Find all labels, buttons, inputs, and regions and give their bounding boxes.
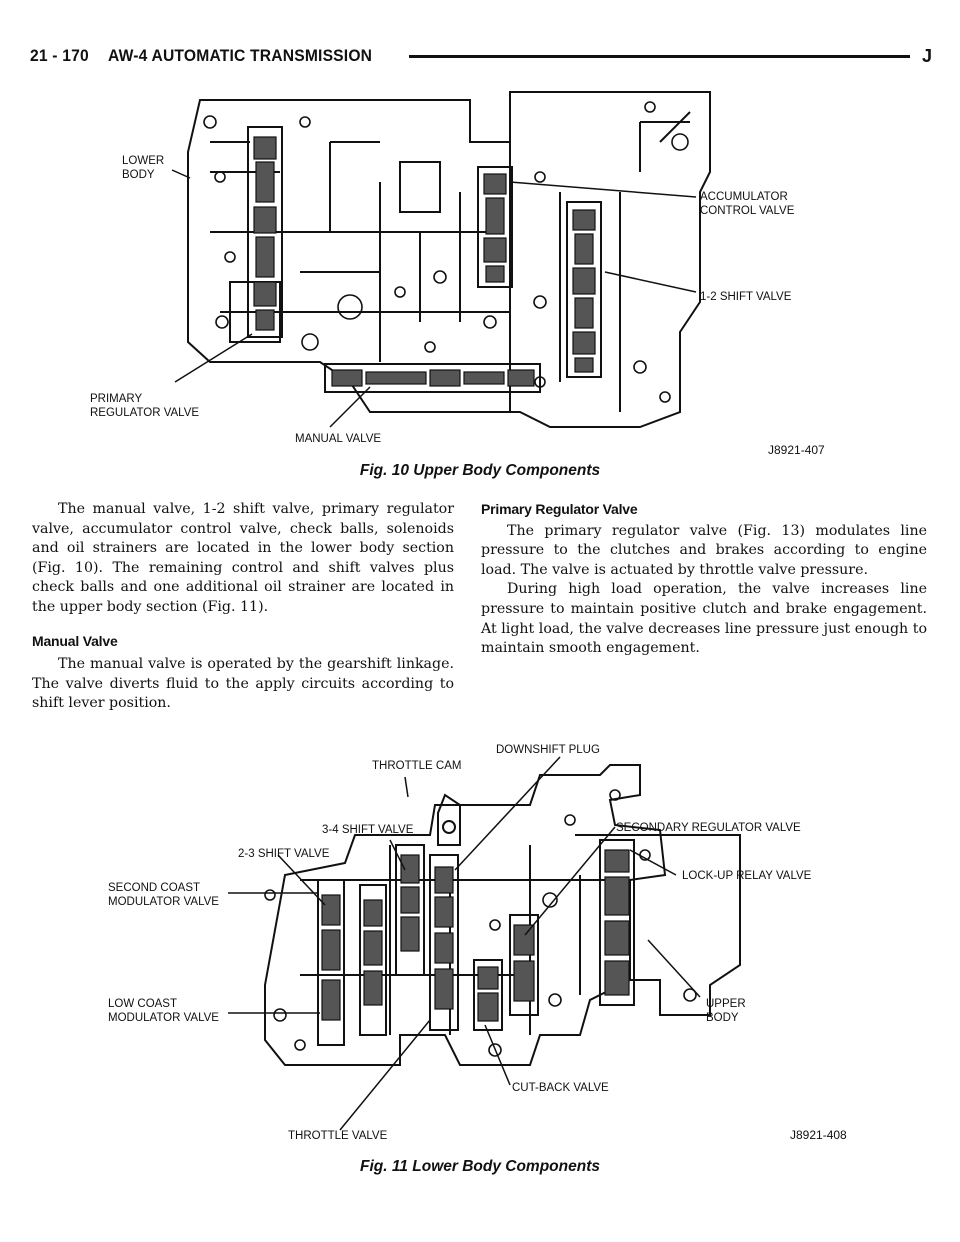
- label-low-coast-1: LOW COAST: [108, 998, 177, 1010]
- label-throttle-cam: THROTTLE CAM: [372, 760, 461, 772]
- label-lower-body-2: BODY: [122, 169, 155, 181]
- label-second-coast-2: MODULATOR VALVE: [108, 896, 219, 908]
- page-title: AW-4 AUTOMATIC TRANSMISSION: [107, 46, 373, 65]
- intro-paragraph: The manual valve, 1-2 shift valve, prima…: [32, 501, 454, 615]
- figure-10-code: J8921-407: [768, 443, 825, 457]
- label-lower-body-1: LOWER: [122, 155, 164, 167]
- label-primary-2: REGULATOR VALVE: [90, 407, 199, 419]
- label-3-4-shift: 3-4 SHIFT VALVE: [322, 824, 414, 836]
- label-secondary-regulator: SECONDARY REGULATOR VALVE: [616, 822, 801, 834]
- label-downshift-plug: DOWNSHIFT PLUG: [496, 744, 600, 756]
- primary-regulator-paragraph-2: During high load operation, the valve in…: [481, 581, 927, 657]
- label-1-2-shift: 1-2 SHIFT VALVE: [700, 291, 792, 303]
- label-2-3-shift: 2-3 SHIFT VALVE: [238, 848, 330, 860]
- label-upper-body-1: UPPER: [706, 998, 746, 1010]
- figure-11-drawing: THROTTLE CAM DOWNSHIFT PLUG 3-4 SHIFT VA…: [108, 744, 847, 1142]
- label-accumulator-2: CONTROL VALVE: [700, 205, 795, 217]
- header-rule: [409, 54, 910, 58]
- page-header: 21 - 170 AW-4 AUTOMATIC TRANSMISSION J: [30, 44, 932, 68]
- left-column: The manual valve, 1-2 shift valve, prima…: [32, 500, 454, 714]
- label-low-coast-2: MODULATOR VALVE: [108, 1012, 219, 1024]
- label-second-coast-1: SECOND COAST: [108, 882, 200, 894]
- primary-regulator-heading: Primary Regulator Valve: [481, 501, 638, 517]
- label-lock-up-relay: LOCK-UP RELAY VALVE: [682, 870, 812, 882]
- figure-11-caption: Fig. 11 Lower Body Components: [360, 1158, 600, 1175]
- label-cut-back: CUT-BACK VALVE: [512, 1082, 609, 1094]
- figure-11-lower-body-components: THROTTLE CAM DOWNSHIFT PLUG 3-4 SHIFT VA…: [100, 735, 880, 1155]
- label-manual-valve: MANUAL VALVE: [295, 433, 381, 445]
- figure-10-upper-body-components: LOWER BODY ACCUMULATOR CONTROL VALVE 1-2…: [80, 82, 880, 460]
- primary-regulator-paragraph-1: The primary regulator valve (Fig. 13) mo…: [481, 522, 927, 578]
- page-number: 21 - 170: [30, 46, 89, 65]
- figure-10-caption: Fig. 10 Upper Body Components: [359, 462, 601, 479]
- manual-valve-paragraph: The manual valve is operated by the gear…: [32, 656, 454, 712]
- figure-11-code: J8921-408: [790, 1128, 847, 1142]
- figure-10-drawing: LOWER BODY ACCUMULATOR CONTROL VALVE 1-2…: [90, 91, 825, 457]
- manual-valve-heading: Manual Valve: [32, 632, 118, 649]
- label-primary-1: PRIMARY: [90, 393, 143, 405]
- label-throttle-valve: THROTTLE VALVE: [288, 1130, 388, 1142]
- right-column: Primary Regulator Valve The primary regu…: [481, 500, 927, 659]
- section-letter: J: [921, 45, 932, 66]
- label-accumulator-1: ACCUMULATOR: [700, 191, 788, 203]
- label-upper-body-2: BODY: [706, 1012, 739, 1024]
